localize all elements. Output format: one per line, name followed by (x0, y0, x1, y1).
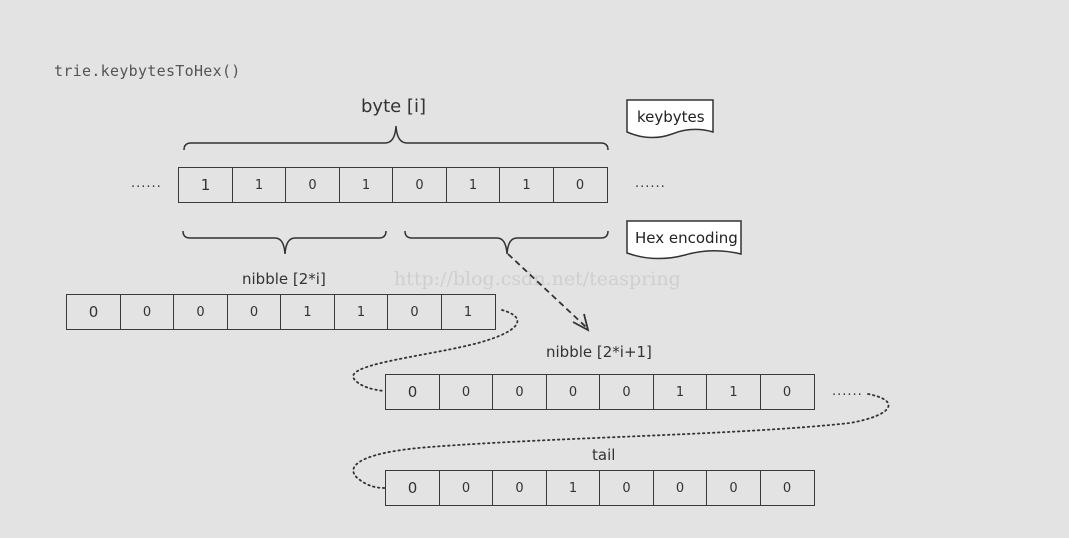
function-name: trie.keybytesToHex() (54, 62, 241, 80)
bit-cell: 0 (385, 470, 440, 506)
bit-cell: 1 (178, 167, 233, 203)
bit-cell: 1 (440, 294, 496, 330)
hex-tag-shape (626, 220, 742, 260)
bit-cell: 1 (338, 167, 394, 203)
tail-label: tail (592, 446, 616, 464)
nibble-hi-row: 0 0 0 0 0 1 1 0 (385, 374, 815, 410)
bit-cell: 0 (492, 470, 547, 506)
bit-cell: 0 (652, 470, 708, 506)
keybytes-tag: keybytes (637, 108, 705, 126)
bit-cell: 0 (706, 470, 761, 506)
dashed-arrow (507, 253, 587, 328)
bit-cell: 0 (387, 294, 442, 330)
bit-cell: 0 (285, 167, 340, 203)
keybytes-tag-shape (626, 99, 714, 139)
watermark-text: http://blog.csdn.net/teaspring (394, 268, 681, 290)
bit-cell: 1 (652, 374, 708, 410)
ellipsis-right: ...... (635, 176, 666, 191)
bit-cell: 1 (499, 167, 554, 203)
bit-cell: 0 (759, 374, 815, 410)
bit-cell: 0 (552, 167, 608, 203)
nibble-lo-brace (182, 230, 387, 255)
dotted-connector-1 (352, 309, 519, 392)
nibble-hi-brace (404, 230, 609, 255)
bit-cell: 0 (392, 167, 447, 203)
hex-encoding-tag: Hex encoding (635, 229, 738, 247)
bit-cell: 0 (759, 470, 815, 506)
bit-cell: 0 (173, 294, 228, 330)
bit-cell: 1 (545, 470, 601, 506)
bit-cell: 0 (545, 374, 601, 410)
nibble-hi-label: nibble [2*i+1] (546, 343, 652, 361)
bit-cell: 0 (438, 374, 494, 410)
nibble-lo-label: nibble [2*i] (242, 270, 326, 288)
byte-row: 1 1 0 1 0 1 1 0 (178, 167, 608, 203)
bit-cell: 0 (66, 294, 121, 330)
bit-cell: 0 (119, 294, 175, 330)
dotted-connector-2 (352, 393, 890, 489)
bit-cell: 0 (492, 374, 547, 410)
bit-cell: 1 (445, 167, 501, 203)
nibble-lo-row: 0 0 0 0 1 1 0 1 (66, 294, 496, 330)
ellipsis-nibble-hi: ...... (832, 384, 863, 399)
bit-cell: 1 (231, 167, 287, 203)
bit-cell: 0 (599, 470, 654, 506)
bit-cell: 1 (333, 294, 389, 330)
bit-cell: 1 (706, 374, 761, 410)
bit-cell: 0 (438, 470, 494, 506)
byte-brace (183, 125, 609, 151)
byte-label: byte [i] (361, 96, 426, 117)
ellipsis-left: ...... (131, 176, 162, 191)
arrow-head (572, 313, 590, 332)
tail-row: 0 0 0 1 0 0 0 0 (385, 470, 815, 506)
bit-cell: 0 (599, 374, 654, 410)
bit-cell: 1 (280, 294, 335, 330)
bit-cell: 0 (226, 294, 282, 330)
bit-cell: 0 (385, 374, 440, 410)
